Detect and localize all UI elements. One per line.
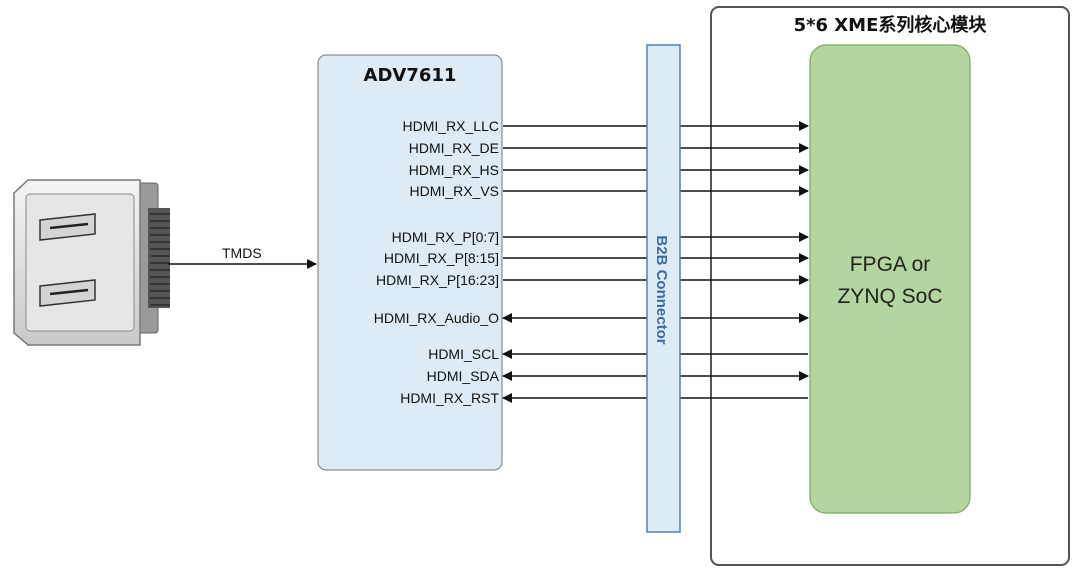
b2b-connector-label: B2B Connector: [653, 235, 670, 344]
signal-label-hdmi-rx-audio-o: HDMI_RX_Audio_O: [374, 310, 499, 326]
fpga-label-line2: ZYNQ SoC: [837, 285, 942, 308]
hdmi-connector-icon: [13, 179, 170, 346]
signal-label-hdmi-rx-vs: HDMI_RX_VS: [410, 183, 499, 199]
signal-label-hdmi-rx-p-8-15: HDMI_RX_P[8:15]: [384, 250, 499, 266]
fpga-label-line1: FPGA or: [850, 253, 931, 276]
signal-label-hdmi-rx-hs: HDMI_RX_HS: [409, 162, 499, 178]
signal-label-hdmi-rx-de: HDMI_RX_DE: [409, 140, 499, 156]
signal-label-hdmi-rx-p-0-7: HDMI_RX_P[0:7]: [392, 229, 499, 245]
signal-label-hdmi-rx-p-16-23: HDMI_RX_P[16:23]: [376, 272, 499, 288]
adv7611-title: ADV7611: [364, 65, 457, 86]
fpga-block: [809, 44, 971, 514]
signal-label-hdmi-scl: HDMI_SCL: [428, 346, 499, 362]
b2b-connector: [646, 44, 681, 533]
tmds-label: TMDS: [222, 245, 262, 261]
core-module-frame: [710, 6, 1070, 566]
signal-label-hdmi-rx-rst: HDMI_RX_RST: [400, 390, 499, 406]
adv7611-block: [317, 54, 503, 471]
core-module-title: 5*6 XME系列核心模块: [794, 14, 988, 36]
signal-label-hdmi-sda: HDMI_SDA: [427, 368, 500, 384]
signal-label-hdmi-rx-llc: HDMI_RX_LLC: [403, 118, 499, 134]
